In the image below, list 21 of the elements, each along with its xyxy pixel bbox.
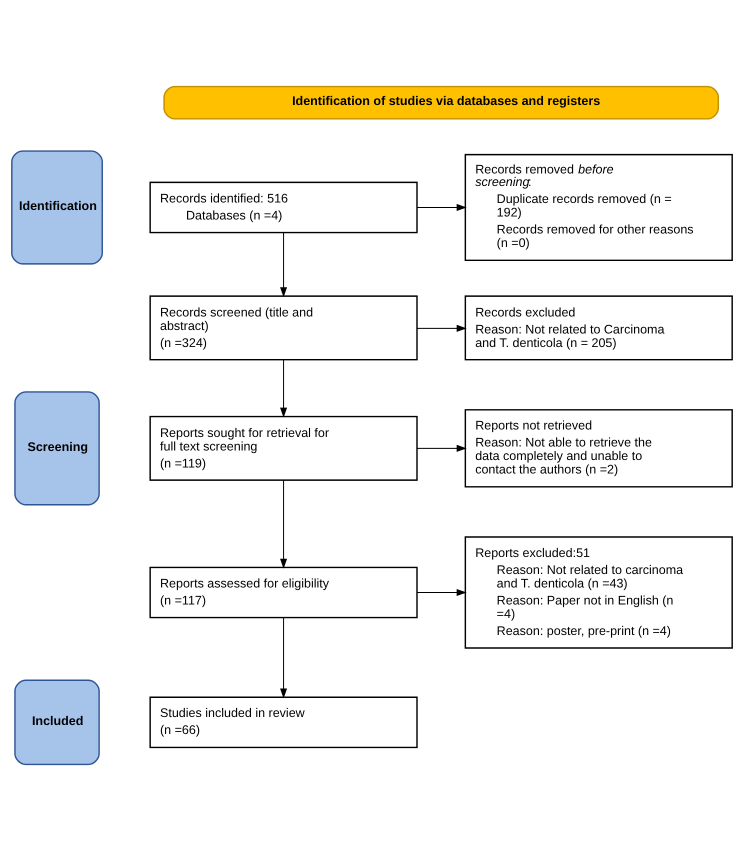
- node-box: Studies included in review (n =66): [149, 696, 418, 748]
- node-box: Records identified: 516 Databases (n =4): [149, 182, 418, 234]
- node-box: Screening: [14, 391, 100, 506]
- node-box: Reports sought for retrieval for full text screening (n =119): [149, 416, 418, 481]
- arrow: [280, 359, 288, 418]
- arrow: [280, 617, 288, 699]
- arrow: [416, 204, 467, 211]
- arrow: [280, 232, 288, 298]
- node-box: Reports assessed for eligibility (n =117): [149, 566, 418, 618]
- arrow: [280, 480, 288, 569]
- node-box: Records removed before screening: Duplicate records removed (n = 192) Records removed for other reasons (n =0): [464, 154, 733, 262]
- arrow: [416, 588, 467, 596]
- node-box: Records screened (title and abstract) (n =324): [149, 295, 418, 360]
- node-box: Records excluded Reason: Not related to Carcinoma and T. denticola (n = 205): [464, 295, 733, 360]
- arrow: [416, 444, 467, 452]
- node-box: Included: [14, 680, 100, 766]
- arrow: [416, 324, 467, 332]
- node-box: Reports excluded:51 Reason: Not related to carcinoma and T. denticola (n =43) Reason: Paper not in English (n =4) Reason: poster, pre-print (n =4): [464, 536, 733, 649]
- node-box: Identification: [11, 150, 103, 265]
- node-box: Reports not retrieved Reason: Not able to retrieve the data completely and unable to contact the authors (n =2): [464, 409, 733, 488]
- node-box: Identification of studies via databases and registers: [163, 86, 720, 120]
